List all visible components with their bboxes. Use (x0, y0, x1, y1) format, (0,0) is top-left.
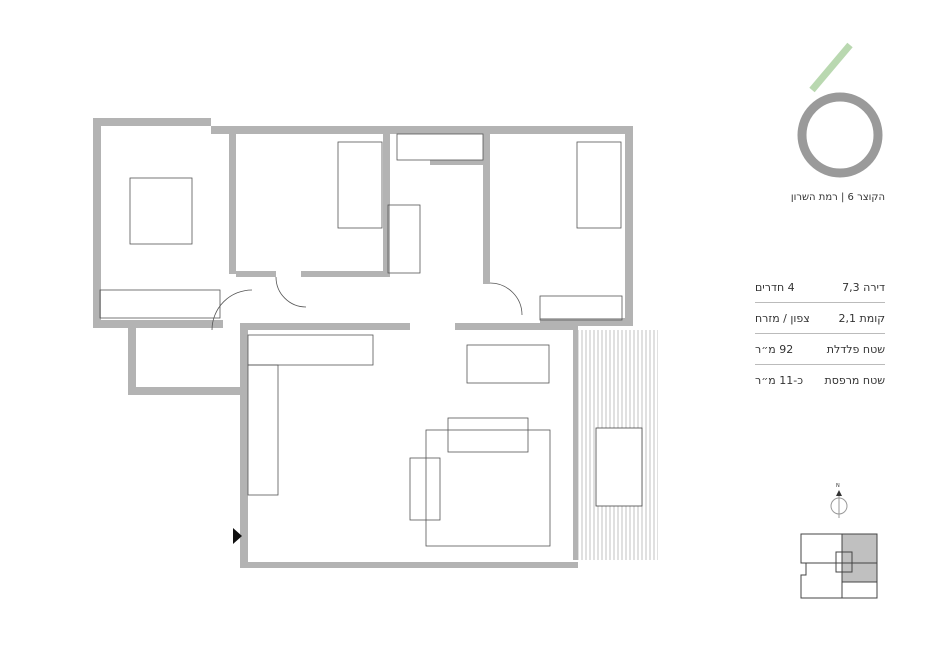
apartment-info: דירה 7,3 4 חדרים קומת 2,1 צפון / מזרח שטח … (755, 272, 885, 395)
info-value: צפון / מזרח (755, 311, 810, 325)
project-title: הקוצר 6 | רמת השרון (790, 192, 885, 203)
info-row: קומת 2,1 צפון / מזרח (755, 303, 885, 334)
info-row: דירה 7,3 4 חדרים (755, 272, 885, 303)
furniture (99, 133, 623, 547)
balcony (578, 330, 658, 560)
info-value: כ-11 מ״ר (755, 373, 804, 387)
info-row: שטח מרפסת כ-11 מ״ר (755, 365, 885, 395)
entrance-arrow-icon (233, 528, 242, 544)
info-label: קומת 2,1 (838, 311, 886, 325)
compass-icon (830, 490, 848, 518)
info-row: שטח פלדלת 92 מ״ר (755, 334, 885, 365)
building-key-plan (800, 533, 878, 599)
compass-north-label: N (836, 483, 840, 489)
info-label: שטח פלדלת (826, 342, 885, 356)
info-label: שטח מרפסת (824, 373, 885, 387)
logo-icon (797, 42, 883, 178)
info-label: דירה 7,3 (842, 280, 885, 294)
info-value: 4 חדרים (755, 280, 795, 294)
walls (93, 118, 633, 568)
info-value: 92 מ״ר (755, 342, 794, 356)
